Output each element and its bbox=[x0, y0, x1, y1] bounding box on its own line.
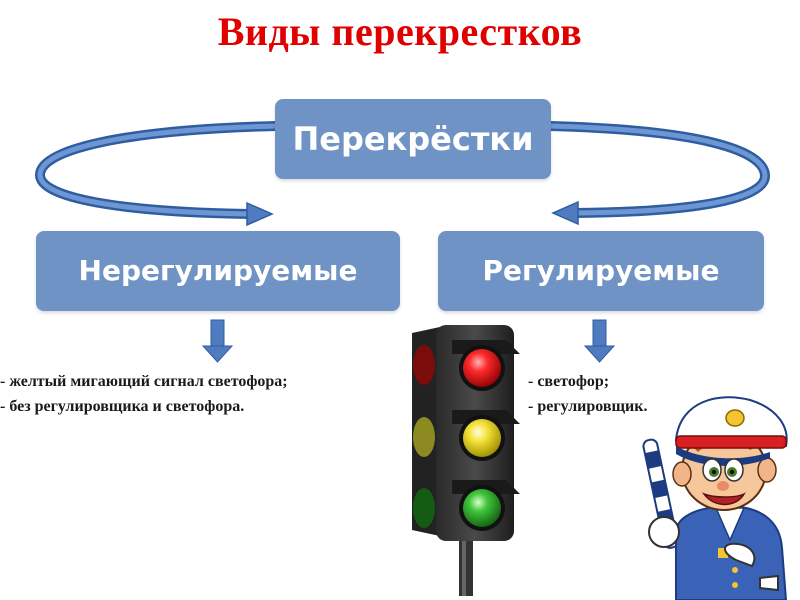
list-item: - регулировщик. bbox=[528, 398, 648, 415]
right-curved-arrow bbox=[545, 121, 771, 226]
list-item: - желтый мигающий сигнал светофора; bbox=[0, 373, 288, 390]
list-item: - без регулировщика и светофора. bbox=[0, 398, 245, 415]
page-title: Виды перекрестков bbox=[217, 9, 583, 54]
node-regulated: Регулируемые bbox=[438, 231, 764, 311]
list-item: - светофор; bbox=[528, 373, 610, 390]
unregulated-list: - желтый мигающий сигнал светофора; - бе… bbox=[0, 369, 288, 419]
regulated-list: - светофор; - регулировщик. bbox=[528, 369, 647, 419]
node-root-intersections: Перекрёстки bbox=[275, 99, 551, 179]
node-unregulated: Нерегулируемые bbox=[36, 231, 400, 311]
left-curved-arrow bbox=[34, 121, 281, 227]
left-down-arrow bbox=[201, 319, 234, 363]
right-down-arrow bbox=[583, 319, 616, 363]
